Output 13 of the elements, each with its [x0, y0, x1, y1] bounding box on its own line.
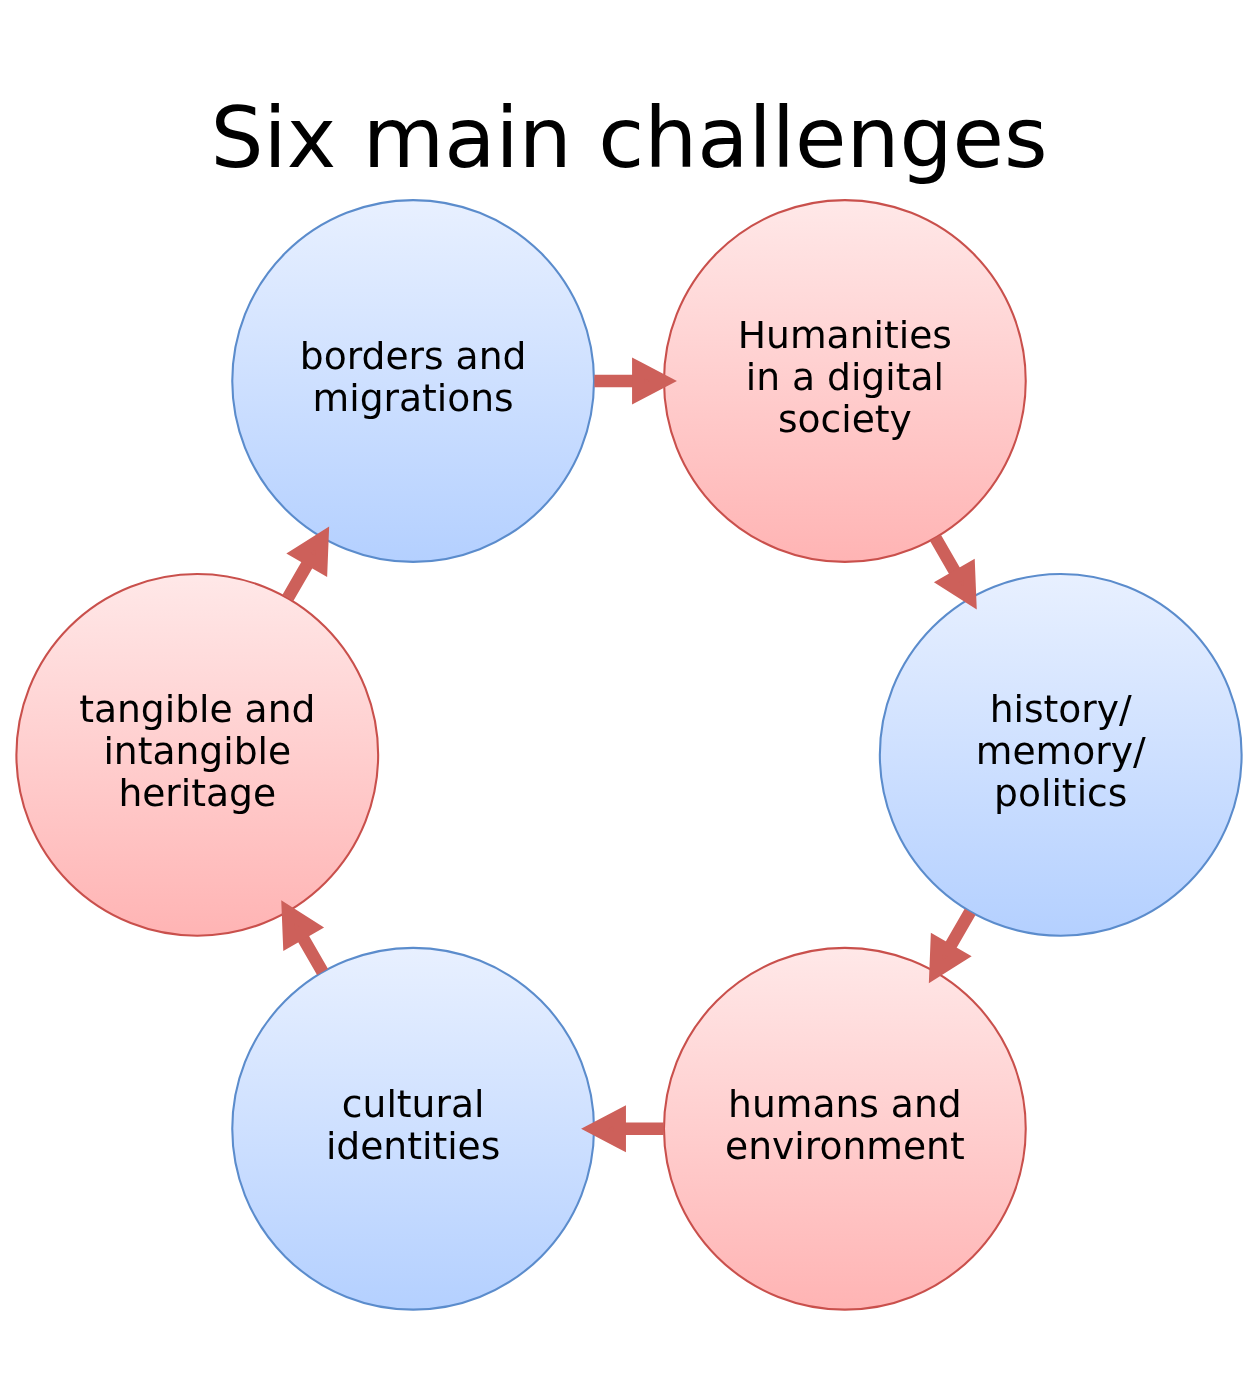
arrow [282, 525, 330, 601]
node-circle: Humanities in a digital society [662, 198, 1027, 563]
node-circle: tangible and intangible heritage [15, 572, 380, 937]
arrow [281, 899, 328, 975]
node-circle: humans and environment [662, 946, 1027, 1311]
arrow [928, 908, 976, 983]
node-circle: borders and migrations [231, 198, 596, 563]
arrow [930, 534, 977, 609]
arrow [581, 1104, 664, 1152]
node-circle: cultural identities [231, 946, 596, 1311]
arrow [594, 356, 677, 405]
diagram-title: Six main challenges [210, 88, 1048, 187]
node-circle: history/ memory/ politics [878, 572, 1243, 937]
